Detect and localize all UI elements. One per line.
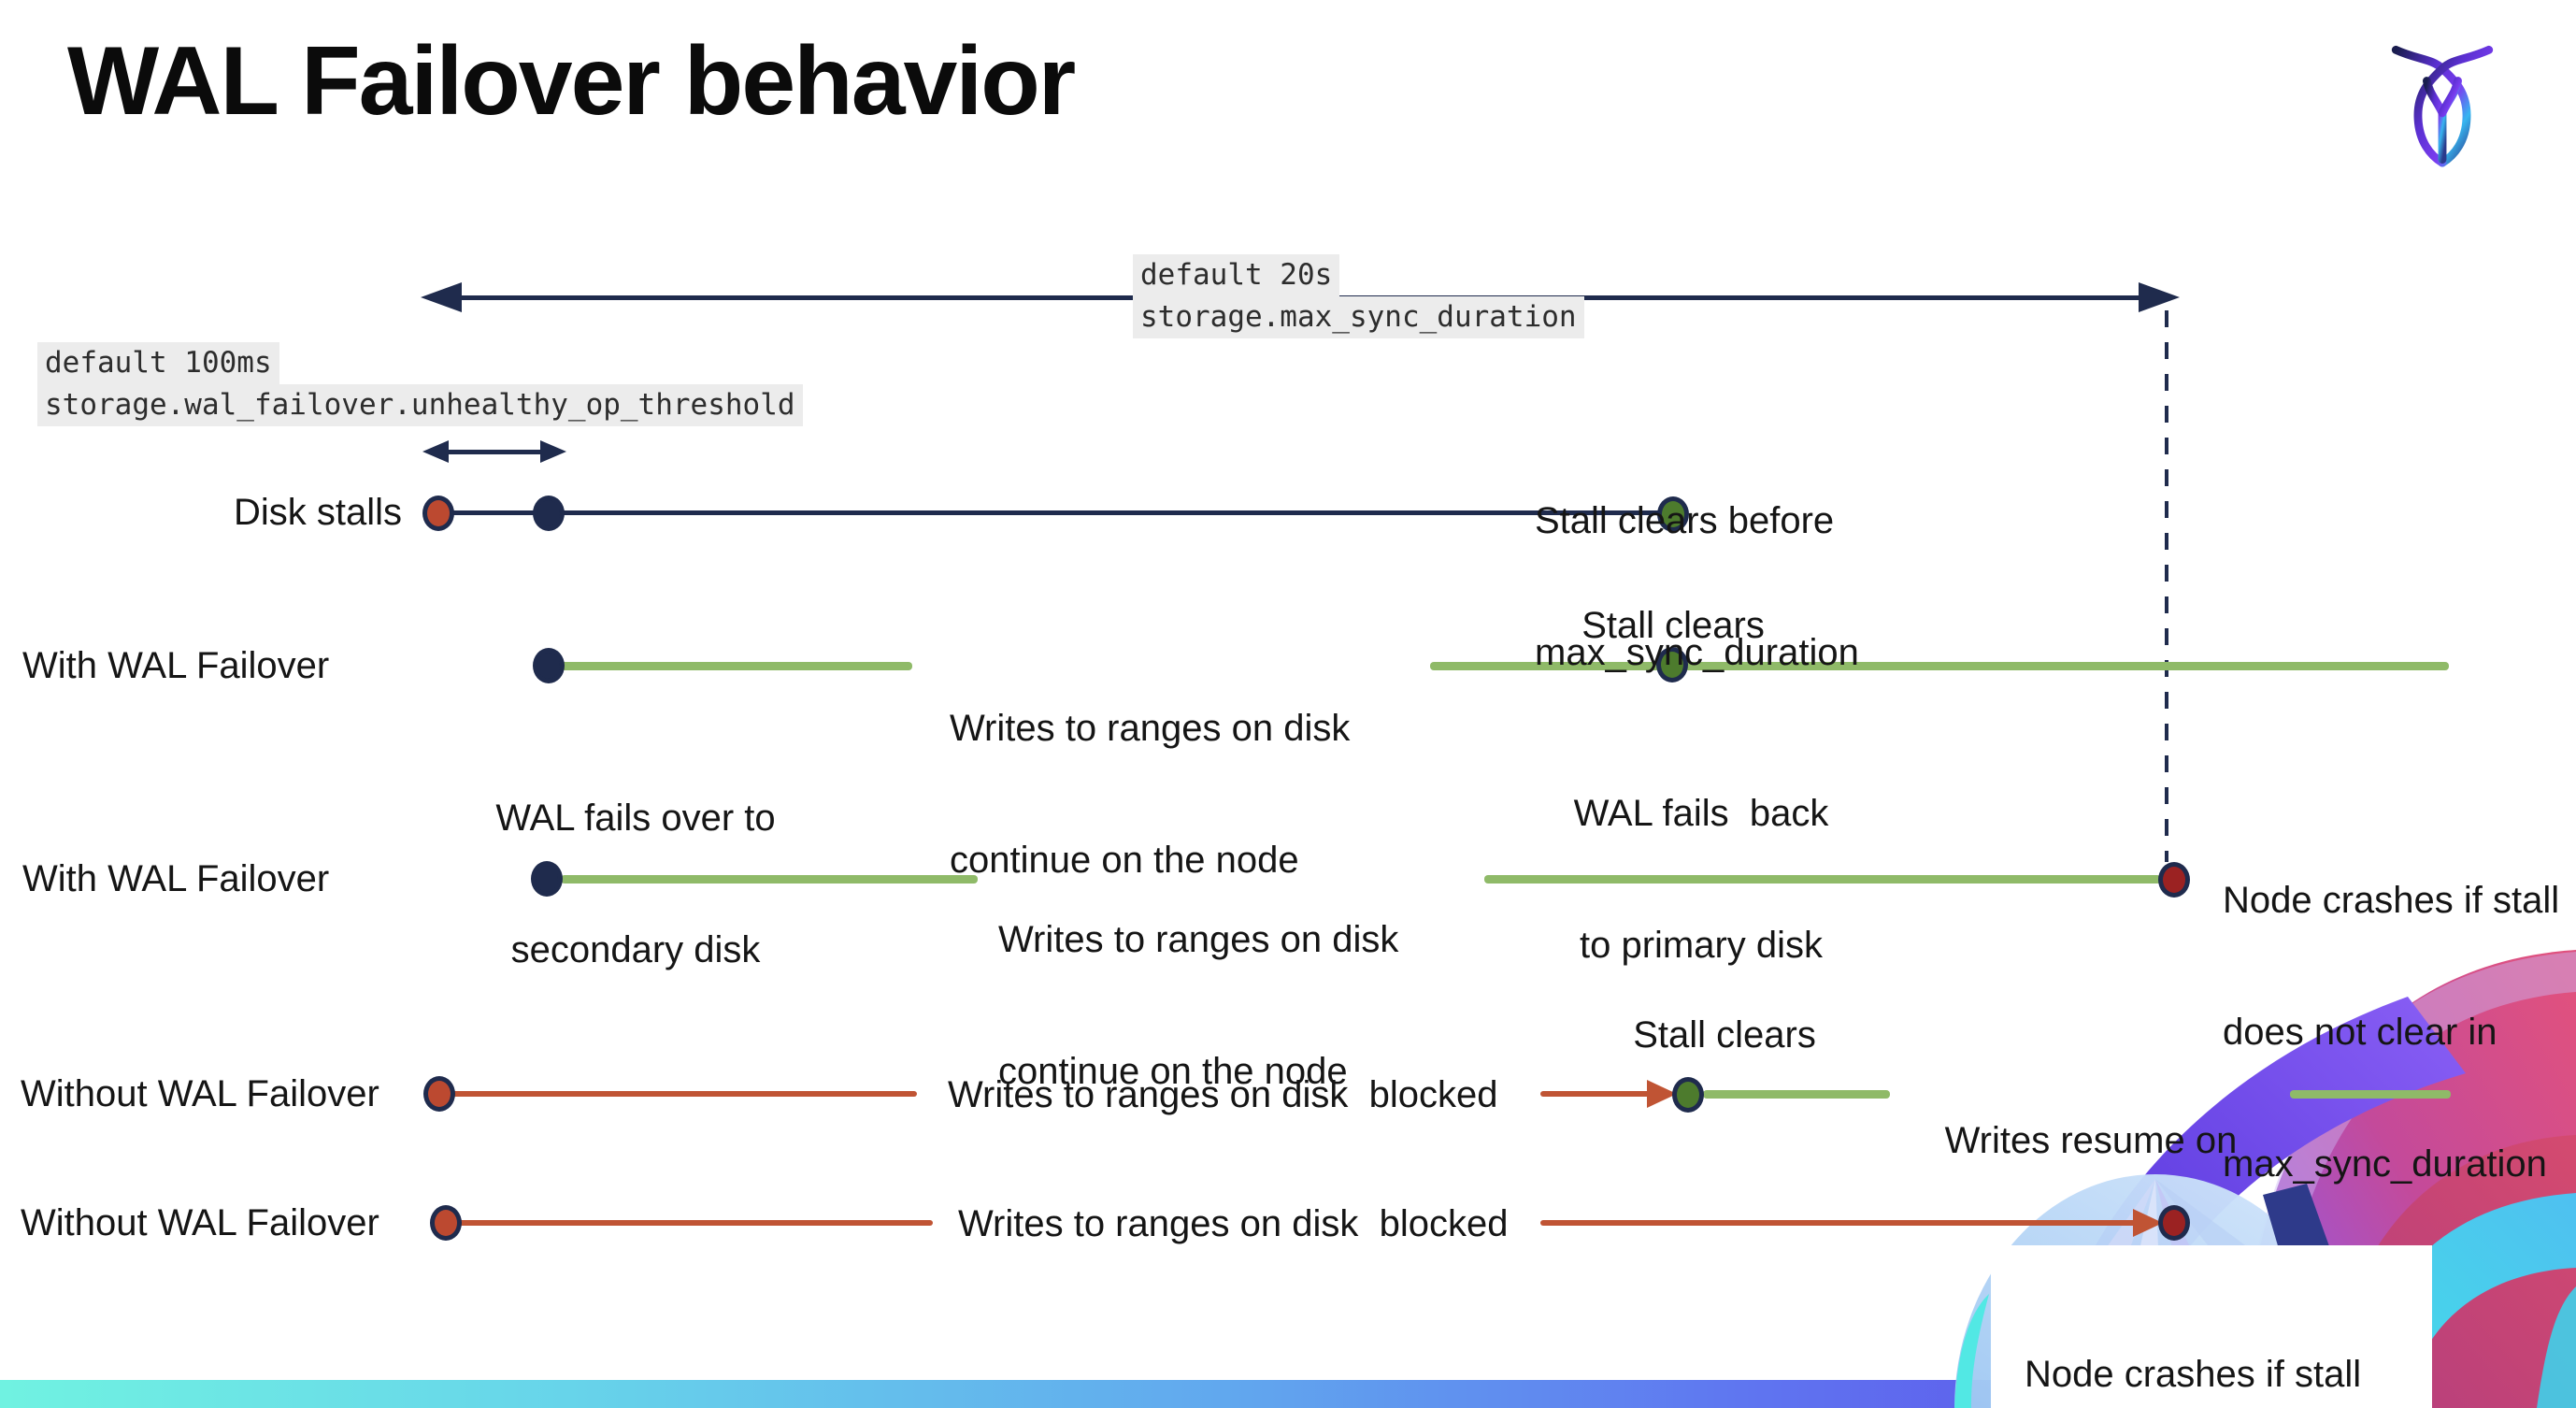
stall-start-dot — [422, 496, 454, 531]
threshold-setting-name: storage.wal_failover.unhealthy_op_thresh… — [37, 384, 803, 426]
nowal1-green-line-b — [2290, 1090, 2451, 1099]
writes-blocked-annotation-1: Writes to ranges on disk blocked — [948, 1074, 1498, 1115]
failover-threshold-dot — [533, 496, 565, 531]
annotation-line: WAL fails back — [1573, 793, 1829, 834]
threshold-arrowhead-left-icon — [422, 440, 449, 463]
wal2-failover-dot — [531, 861, 563, 897]
nowal1-stall-clears-dot — [1672, 1077, 1704, 1113]
stall-clears-before-annotation: Stall clears before max_sync_duration — [1535, 411, 1859, 763]
threshold-span-line — [439, 450, 550, 454]
max-sync-duration-label: default 20s storage.max_sync_duration — [1133, 254, 1584, 338]
wal1-green-line-b — [1430, 662, 2449, 670]
threshold-arrowhead-right-icon — [540, 440, 566, 463]
node-crashes-annotation-2: Node crashes if stall does not clear in … — [2025, 1262, 2432, 1408]
wal1-failover-dot — [533, 648, 565, 683]
max-sync-deadline-dashed-line — [2165, 310, 2168, 862]
stall-clears-annotation-2: Stall clears — [1633, 1014, 1816, 1056]
annotation-line: Node crashes if stall — [2025, 1354, 2362, 1395]
row-label-without-wal-failover-2: Without WAL Failover — [21, 1202, 379, 1243]
annotation-line: Stall clears before — [1535, 500, 1835, 541]
nowal1-red-line-b — [1540, 1091, 1654, 1097]
nowal2-stall-dot — [430, 1205, 462, 1241]
annotation-line: to primary disk — [1579, 925, 1824, 966]
wal-fails-back-annotation: WAL fails back to primary disk — [1552, 704, 1851, 1056]
row-label-disk-stalls: Disk stalls — [233, 492, 402, 533]
nowal1-red-line-a — [452, 1091, 917, 1097]
row-label-without-wal-failover-1: Without WAL Failover — [21, 1073, 379, 1114]
nowal1-green-line-a — [1703, 1090, 1890, 1099]
annotation-line: Writes resume on — [1944, 1120, 2238, 1161]
annotation-line: max_sync_duration — [1535, 632, 1859, 673]
unhealthy-op-threshold-label: default 100ms storage.wal_failover.unhea… — [37, 342, 803, 426]
annotation-line: WAL fails over to — [495, 797, 776, 839]
node-crashes-annotation-1: Node crashes if stall does not clear in … — [2223, 791, 2559, 1274]
writes-continue-annotation-1: Writes to ranges on disk continue on the… — [950, 619, 1350, 970]
cockroach-logo-icon — [2391, 45, 2494, 167]
arrowhead-left-icon — [421, 282, 462, 312]
stall-clears-annotation-1: Stall clears — [1581, 605, 1765, 646]
threshold-default-value: default 100ms — [37, 342, 279, 384]
annotation-line: does not clear in — [2223, 1012, 2497, 1053]
node-crashes-callout-box: Node crashes if stall does not clear in … — [1991, 1245, 2432, 1408]
annotation-line: continue on the node — [998, 1051, 1348, 1092]
max-sync-default-value: default 20s — [1133, 254, 1340, 296]
wal2-green-line-b — [1484, 875, 2161, 884]
nowal1-stall-dot — [423, 1076, 455, 1112]
stall-clears-dot-row1 — [1657, 496, 1689, 532]
writes-blocked-annotation-2: Writes to ranges on disk blocked — [958, 1203, 1509, 1244]
row-label-with-wal-failover-1: With WAL Failover — [22, 645, 330, 686]
arrowhead-right-icon — [2139, 282, 2180, 312]
annotation-line: secondary disk — [510, 929, 761, 970]
row-label-with-wal-failover-2: With WAL Failover — [22, 858, 330, 899]
disk-stalls-timeline — [438, 510, 1673, 515]
wal2-green-line-a — [561, 875, 978, 884]
annotation-line: Writes to ranges on disk — [950, 708, 1351, 749]
wal1-stall-clears-dot — [1656, 647, 1688, 682]
nowal2-red-arrowhead-icon — [2133, 1209, 2163, 1237]
max-sync-setting-name: storage.max_sync_duration — [1133, 296, 1584, 338]
annotation-line: Writes to ranges on disk — [998, 919, 1399, 960]
nowal2-red-line-a — [458, 1220, 933, 1226]
annotation-line: max_sync_duration — [2223, 1143, 2547, 1185]
nowal2-crash-dot — [2158, 1205, 2190, 1241]
writes-continue-annotation-2: Writes to ranges on disk continue on the… — [998, 830, 1398, 1182]
nowal1-red-arrowhead-icon — [1647, 1080, 1677, 1108]
page-title: WAL Failover behavior — [67, 27, 1076, 136]
wal2-crash-dot — [2158, 862, 2190, 898]
wal1-green-line-a — [561, 662, 912, 670]
wal-fails-over-annotation: WAL fails over to secondary disk — [486, 709, 785, 1060]
annotation-line: Node crashes if stall — [2223, 880, 2560, 921]
annotation-line: continue on the node — [950, 840, 1299, 881]
nowal2-red-line-b — [1540, 1220, 2142, 1226]
